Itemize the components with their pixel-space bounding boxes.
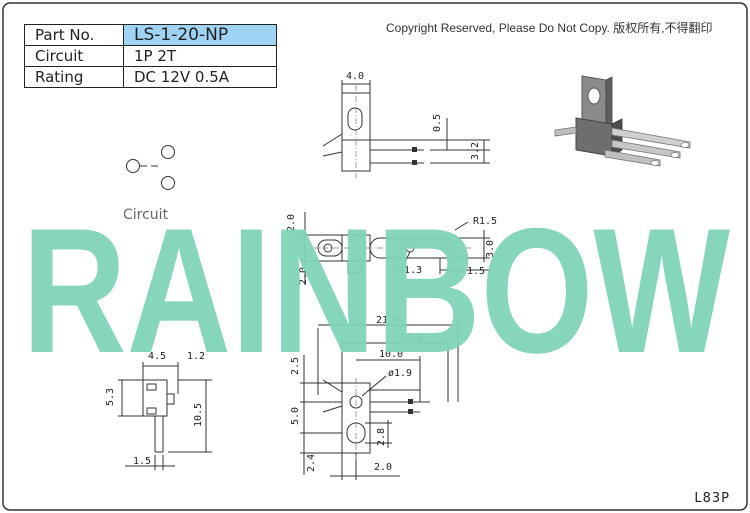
dim-mid-right-w: 1.5 (467, 266, 485, 277)
circuit-label: Circuit (24, 45, 124, 67)
circuit-caption: Circuit (123, 207, 169, 223)
dim-bot-overall: 21.0 (376, 315, 400, 326)
spec-row-part-no: Part No. LS-1-20-NP (24, 24, 277, 46)
rainbow-watermark: RAINBOW (22, 191, 730, 390)
spec-row-rating: Rating DC 12V 0.5A (24, 66, 277, 88)
dim-top-pin-pitch: 0.5 (432, 114, 443, 132)
dim-side-left: 5.3 (105, 388, 116, 406)
dim-bot-slot: 2.8 (376, 428, 387, 446)
dim-bot-left-c: 2.4 (306, 454, 317, 472)
dim-side-top-b: 1.2 (187, 351, 205, 362)
product-render (554, 75, 691, 167)
spec-table: Part No. LS-1-20-NP Circuit 1P 2T Rating… (24, 24, 277, 88)
spec-row-circuit: Circuit 1P 2T (24, 45, 277, 67)
middle-view (300, 212, 490, 285)
front-view (300, 322, 459, 480)
rating-value: DC 12V 0.5A (123, 66, 277, 88)
dim-mid-radius: R1.5 (473, 216, 497, 227)
part-no-value: LS-1-20-NP (123, 24, 277, 46)
dim-mid-hole: ø1.3 (398, 265, 422, 276)
circuit-symbol (126, 145, 175, 190)
dim-bot-length: 14.8 (400, 333, 424, 344)
dim-side-height: 10.5 (193, 403, 204, 427)
dim-bot-left-b: 5.0 (290, 407, 301, 425)
dim-bot-lever: 10.0 (379, 349, 403, 360)
side-view (118, 362, 212, 470)
copyright-notice: Copyright Reserved, Please Do Not Copy. … (386, 21, 713, 35)
rating-label: Rating (24, 66, 124, 88)
dim-top-width: 4.0 (346, 71, 364, 82)
dim-side-top-a: 4.5 (148, 351, 166, 362)
part-no-label: Part No. (24, 24, 124, 46)
circuit-value: 1P 2T (123, 45, 277, 67)
dim-mid-right-h: 3.0 (485, 240, 496, 258)
drawing-code: L83P (694, 491, 730, 506)
dim-mid-left-b: 2.0 (298, 267, 309, 285)
dim-bot-bottom: 2.0 (374, 462, 392, 473)
dim-mid-left-a: 2.0 (286, 214, 297, 232)
dim-bot-left-a: 2.5 (290, 357, 301, 375)
dim-bot-hole: ø1.9 (388, 368, 412, 379)
dim-side-bottom: 1.5 (133, 456, 151, 467)
dim-top-height: 3.2 (470, 142, 481, 160)
top-view (322, 80, 490, 178)
